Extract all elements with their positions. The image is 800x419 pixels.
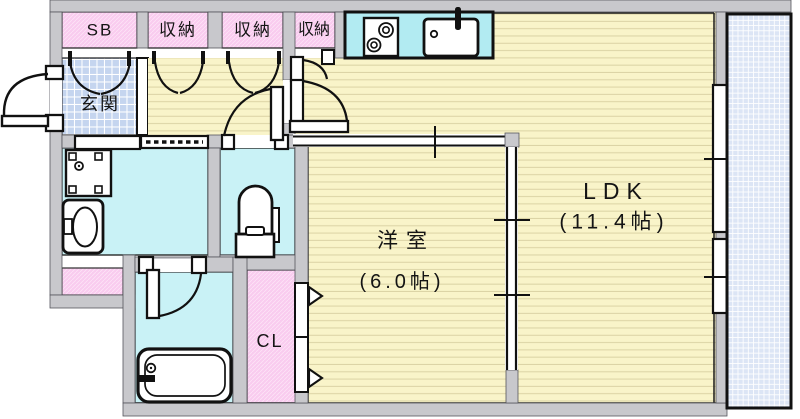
washing-machine-icon [64,148,113,198]
balcony [725,12,793,410]
room-western-floor [308,147,508,403]
kitchen-counter [343,7,495,60]
wall-top [49,0,792,13]
wall-left [49,11,63,296]
wall-bath-cl [232,256,248,404]
washroom-counter-pink [61,267,124,296]
wall-sep-storage12 [207,11,223,49]
wall-bottom [122,402,728,417]
wall-right-top [715,11,728,86]
wall-bath-left [122,254,136,404]
stove-icon [362,16,400,58]
washroom-entry-bar [73,134,210,151]
wall-partition-stub [505,369,519,404]
storage1-double-door-icon [152,51,205,95]
wall-openings [50,78,295,272]
sink-icon [422,7,480,58]
balcony-floor [725,12,793,410]
wall-cl-stub [294,391,309,404]
cl-folding-door-icon [294,282,324,393]
sliding-partition-western-ldk [494,147,530,370]
bathtub-icon [136,347,233,404]
sb-double-door-icon [68,51,132,96]
sliding-wall-north [293,126,520,158]
label-storage-2: 収納 [234,21,272,40]
room-storage1-floor [147,11,209,49]
label-sb: SB [87,21,114,40]
label-western-size: (6.0帖) [359,270,444,293]
hallway-floor [148,58,283,135]
label-western-room: 洋室 [377,230,435,253]
room-sb-floor [61,11,138,49]
room-ldk-floor [295,12,716,403]
washbasin-icon [61,198,105,255]
label-ldk: LDK [583,178,649,204]
doors [0,49,350,393]
wall-step-south [49,294,136,309]
label-storage-1: 収納 [159,21,197,40]
faucet-icon [455,7,461,30]
wall-right-bottom [715,312,728,404]
floors [61,11,716,404]
label-genkan: 玄関 [80,94,120,114]
entry-door-icon [0,64,65,133]
label-storage-3: 収納 [298,21,330,39]
wall-hall-south-a [61,134,76,149]
genkan-step [136,57,149,136]
label-cl: CL [256,331,283,351]
fixtures [61,148,280,404]
room-cl-floor [246,269,297,404]
labels: SB 収納 収納 収納 玄関 LDK (11.4帖) 洋室 (6.0帖) CL [80,21,668,352]
sliding-partitions [293,83,737,370]
balcony-window-icon [704,83,737,315]
wall-toilet-western [294,134,309,284]
wall-sep-sb [136,11,149,49]
hallway-ldk-door-icon [288,49,350,134]
bathroom-door-icon [137,255,208,320]
label-ldk-size: (11.4帖) [559,211,668,234]
toilet-icon [234,184,280,259]
toilet-door-icon [220,85,290,151]
wall-washroom-toilet [207,147,221,258]
